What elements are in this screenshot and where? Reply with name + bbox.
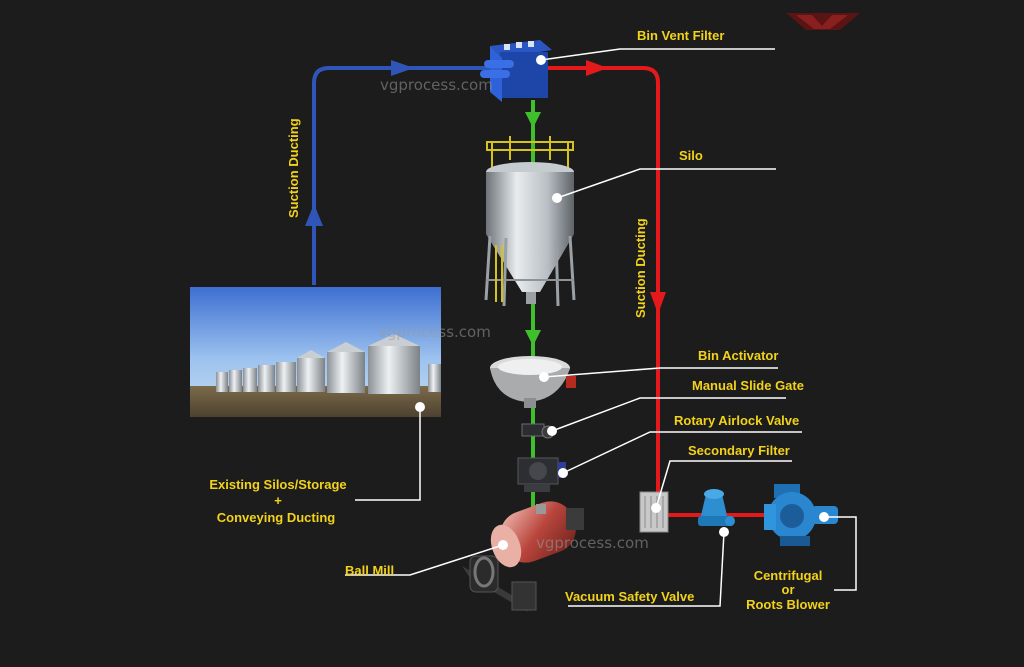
leader-slide-gate xyxy=(551,397,786,432)
label-existing-silos-line3: Conveying Ducting xyxy=(217,510,336,525)
label-suction-ducting-right: Suction Ducting xyxy=(633,218,648,318)
ball-mill-icon xyxy=(462,501,584,612)
suction-duct-blue xyxy=(305,60,490,285)
leader-bin-vent-filter xyxy=(540,48,775,61)
label-blower-line2: or xyxy=(782,582,795,597)
leader-existing-silos xyxy=(355,407,421,501)
leader-bin-activator xyxy=(543,367,778,378)
watermark-text: vgprocess.com xyxy=(380,76,493,94)
watermark-text: vgprocess.com xyxy=(378,323,491,341)
label-silo: Silo xyxy=(679,148,703,163)
leader-blower xyxy=(824,516,857,591)
bin-activator-icon xyxy=(490,356,576,408)
label-blower-line1: Centrifugal xyxy=(754,568,823,583)
flow-arrow-icon xyxy=(586,60,608,76)
label-vacuum-safety-valve: Vacuum Safety Valve xyxy=(565,589,694,604)
flow-arrow-icon xyxy=(525,112,541,128)
label-existing-silos-line2: + xyxy=(274,493,282,508)
label-rotary-airlock-valve: Rotary Airlock Valve xyxy=(674,413,799,428)
flow-arrow-icon xyxy=(391,60,414,76)
label-manual-slide-gate: Manual Slide Gate xyxy=(692,378,804,393)
label-ball-mill: Ball Mill xyxy=(345,563,394,578)
vacuum-safety-valve-icon xyxy=(698,489,735,526)
existing-silos-photo xyxy=(190,287,441,417)
leader-silo xyxy=(556,168,776,199)
leader-lines xyxy=(345,48,857,607)
leader-secondary-filter xyxy=(655,460,792,509)
flow-arrow-icon xyxy=(650,292,666,314)
silo-icon xyxy=(484,136,576,307)
flow-arrow-icon xyxy=(525,330,541,346)
leader-vacuum-safety-valve xyxy=(568,531,725,607)
label-secondary-filter: Secondary Filter xyxy=(688,443,790,458)
leader-ball-mill xyxy=(345,544,504,576)
label-bin-vent-filter: Bin Vent Filter xyxy=(637,28,724,43)
leader-dots xyxy=(415,55,829,550)
watermark-text: vgprocess.com xyxy=(536,534,649,552)
label-existing-silos-line1: Existing Silos/Storage xyxy=(209,477,346,492)
leader-rotary-airlock xyxy=(562,431,802,474)
suction-duct-red xyxy=(548,60,830,517)
flow-arrow-icon xyxy=(305,204,323,226)
label-suction-ducting-left: Suction Ducting xyxy=(286,118,301,218)
label-blower-line3: Roots Blower xyxy=(746,597,830,612)
material-line-green xyxy=(525,100,541,510)
logo-icon xyxy=(786,13,860,30)
label-bin-activator: Bin Activator xyxy=(698,348,778,363)
